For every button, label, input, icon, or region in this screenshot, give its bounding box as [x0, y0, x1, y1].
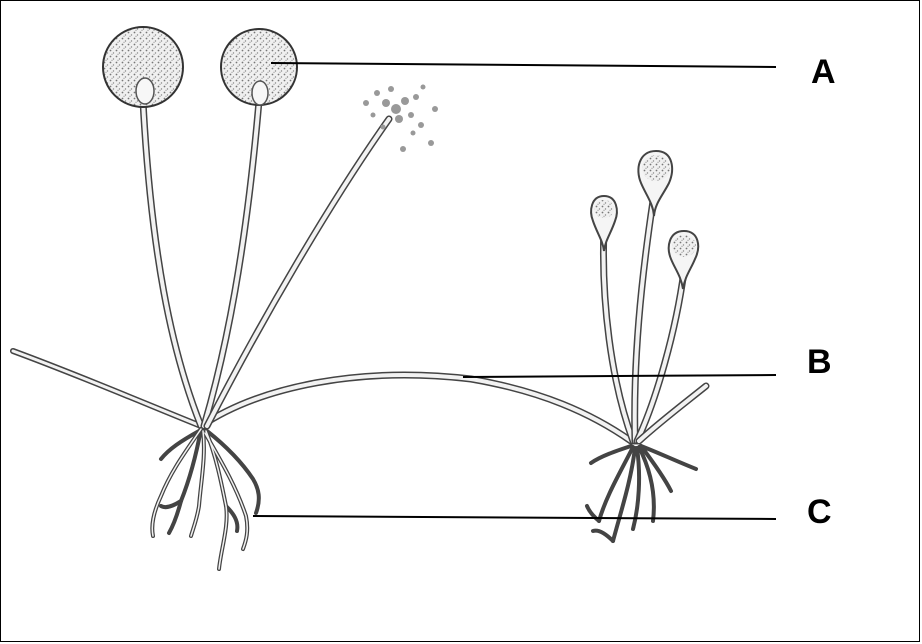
young-sporangium-3 [669, 231, 698, 289]
rhizoids-left-inner [152, 429, 247, 569]
stolon [13, 351, 631, 441]
leader-line-c [253, 516, 776, 519]
leader-lines [253, 63, 776, 519]
sporangium-1 [103, 27, 183, 107]
rhizoids-right [587, 446, 696, 541]
label-c: C [807, 495, 832, 529]
young-sporangium-2 [638, 151, 672, 216]
label-b: B [807, 345, 832, 379]
label-a: A [811, 55, 836, 89]
young-sporangium-1 [591, 196, 617, 251]
leader-line-b [463, 375, 776, 377]
leader-line-a [271, 63, 776, 67]
sporangium-2 [221, 29, 297, 105]
